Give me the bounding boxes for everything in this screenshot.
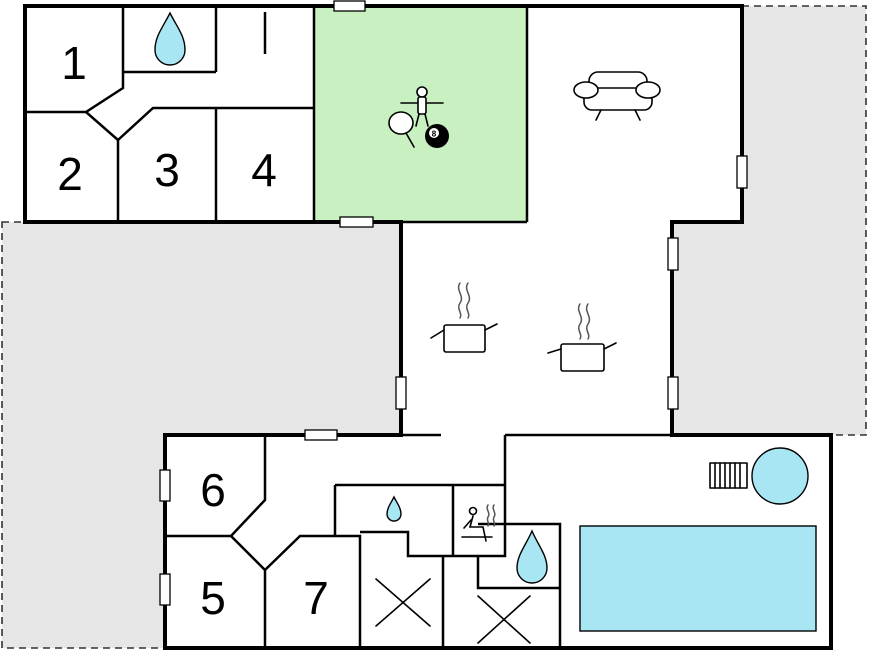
shaft-cross-2	[477, 595, 531, 644]
water-drop-icon	[386, 495, 402, 522]
inner-walls-upper	[25, 6, 529, 224]
inner-walls-lower	[165, 433, 831, 648]
room-label-4: 4	[251, 144, 277, 196]
water-drop-icon	[516, 529, 548, 584]
hot-tub-icon	[709, 447, 809, 505]
sofa-icon	[573, 71, 661, 121]
water-drop-icon	[154, 11, 186, 66]
cooking-pot-icon	[430, 282, 498, 353]
billiard-ball-icon: 8	[425, 124, 449, 148]
room-label-6: 6	[200, 464, 226, 516]
cooking-pot-icon	[547, 303, 617, 372]
room-label-1: 1	[61, 37, 87, 89]
table-tennis-icon	[388, 111, 415, 148]
room-label-3: 3	[154, 144, 180, 196]
shaft-cross-1	[375, 578, 431, 627]
openings	[159, 0, 748, 606]
room-label-7: 7	[303, 572, 329, 624]
table-football-icon	[400, 86, 444, 127]
room-label-2: 2	[57, 148, 83, 200]
sauna-icon	[461, 504, 496, 542]
billiard-ball-number: 8	[432, 130, 437, 139]
room-label-5: 5	[200, 572, 226, 624]
swimming-pool-icon	[579, 525, 817, 632]
